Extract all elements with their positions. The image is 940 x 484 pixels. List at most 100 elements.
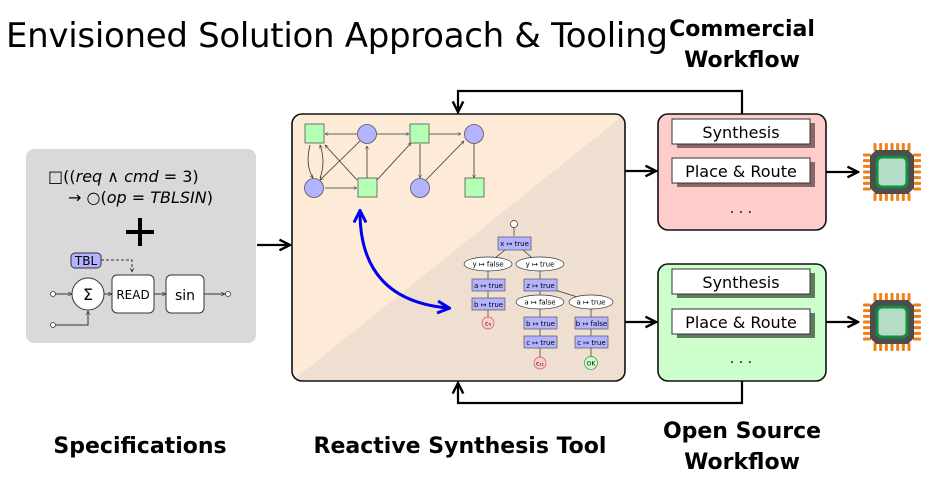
- chip-pin: [913, 337, 921, 341]
- chip-pin: [913, 303, 921, 307]
- tree-choice: [568, 294, 614, 310]
- chip-pin: [907, 143, 911, 151]
- game-node-square: [409, 123, 430, 144]
- chip-pin: [913, 320, 921, 324]
- chip-icon: [863, 143, 921, 201]
- tree-root-circle: [510, 220, 518, 228]
- game-graph: [307, 134, 474, 188]
- chip-pin: [913, 181, 921, 185]
- opensource-step-place-route: [671, 308, 811, 335]
- chip-pin: [863, 176, 871, 180]
- tree-rr-leaf-label: OK: [587, 361, 597, 368]
- opensource-label-line2: Workflow: [684, 450, 800, 475]
- tree-rl-leaf-label: c₁₁: [536, 361, 545, 368]
- tree-root-label: x ↦ true: [500, 240, 529, 248]
- tree-left-b-label: b ↦ true: [474, 301, 503, 309]
- tree-node: [523, 335, 558, 349]
- chip-pin: [879, 143, 883, 151]
- strategy-tree: x ↦ true y ↦ false a ↦ true b ↦ true c₆ …: [463, 220, 614, 370]
- tree-node: [523, 316, 558, 330]
- opensource-workflow-panel: Synthesis Place & Route . . .: [657, 263, 827, 382]
- input-port-1: [50, 291, 56, 297]
- specifications-panel: □((req ∧ cmd = 3) → ○(op = TBLSIN) TBL Σ…: [26, 149, 256, 343]
- chip-pin: [901, 143, 905, 151]
- chip-pin: [863, 337, 871, 341]
- tree-node: [523, 278, 558, 292]
- chip-pin: [896, 193, 900, 201]
- chip-pin: [901, 343, 905, 351]
- opensource-feedback-arrow: [458, 381, 744, 405]
- commercial-synthesis-label: Synthesis: [702, 123, 779, 142]
- tbl-dashed-arrow: [101, 259, 132, 272]
- tree-right-branch-label: y ↦ true: [526, 261, 555, 269]
- tree-choice: [463, 256, 513, 272]
- commercial-more-steps: . . .: [730, 201, 752, 217]
- chip-pin: [907, 343, 911, 351]
- commercial-label-line1: Commercial: [669, 17, 815, 42]
- chip-pin: [879, 193, 883, 201]
- blue-correspondence-arrow: [360, 212, 448, 308]
- commercial-place-route-label: Place & Route: [685, 162, 797, 181]
- tree-node: [497, 236, 532, 251]
- game-node-square: [464, 177, 485, 198]
- tree-choice: [515, 256, 565, 272]
- chip-pin: [863, 181, 871, 185]
- tree-right-z-label: z ↦ true: [526, 282, 554, 290]
- sigma-icon: Σ: [83, 285, 93, 304]
- chip-pin: [913, 187, 921, 191]
- chip-icon: [863, 293, 921, 351]
- tbl-label: TBL: [74, 254, 98, 268]
- commercial-step-place-route: [671, 157, 811, 184]
- chip-pin: [873, 293, 877, 301]
- chip-pin: [907, 193, 911, 201]
- chip-pin: [901, 193, 905, 201]
- opensource-synthesis-label: Synthesis: [702, 273, 779, 292]
- chip-pin: [913, 164, 921, 168]
- ltl-formula-line2: → ○(op = TBLSIN): [68, 188, 213, 207]
- chip-pin: [913, 153, 921, 157]
- commercial-label-line2: Workflow: [684, 48, 800, 73]
- chip-pin: [907, 293, 911, 301]
- tree-node: [471, 297, 506, 311]
- chip-die: [875, 305, 909, 339]
- chip-pin: [863, 303, 871, 307]
- tree-rl-c-label: c ↦ true: [526, 339, 555, 347]
- sin-label: sin: [175, 288, 195, 304]
- chip-pin: [884, 343, 888, 351]
- chip-pin: [863, 314, 871, 318]
- chip-pin: [913, 314, 921, 318]
- chip-pin: [890, 293, 894, 301]
- chip-pin: [863, 309, 871, 313]
- chip-pin: [896, 143, 900, 151]
- chip-pin: [890, 193, 894, 201]
- ltl-formula-line1: □((req ∧ cmd = 3): [48, 167, 199, 186]
- chip-pin: [863, 320, 871, 324]
- tree-left-leaf-label: c₆: [485, 321, 491, 328]
- chip-pin: [913, 176, 921, 180]
- opensource-label-line1: Open Source: [662, 419, 822, 444]
- plus-icon: [126, 218, 154, 246]
- output-port: [225, 291, 231, 297]
- chip-pin: [884, 143, 888, 151]
- slide-title: Envisioned Solution Approach & Tooling: [6, 16, 668, 56]
- chip-pin: [873, 343, 877, 351]
- chip-pin: [884, 293, 888, 301]
- tree-rr-b-label: b ↦ false: [576, 320, 607, 328]
- tree-rl-branch-label: a ↦ false: [524, 299, 555, 307]
- chip-pin: [863, 164, 871, 168]
- tree-rl-b-label: b ↦ true: [526, 320, 555, 328]
- opensource-more-steps: . . .: [730, 351, 752, 367]
- tree-leaf-counterexample: [533, 356, 547, 370]
- chip-pin: [873, 143, 877, 151]
- tree-left-branch-label: y ↦ false: [472, 261, 503, 269]
- chip-pin: [890, 143, 894, 151]
- game-node-circle: [304, 178, 324, 198]
- chip-pin: [896, 293, 900, 301]
- chip-pin: [896, 343, 900, 351]
- opensource-step-synthesis: [671, 268, 811, 295]
- tree-rr-branch-label: a ↦ true: [577, 299, 606, 307]
- game-node-circle: [357, 124, 377, 144]
- tree-node: [471, 278, 506, 292]
- commercial-feedback-arrow: [458, 89, 744, 114]
